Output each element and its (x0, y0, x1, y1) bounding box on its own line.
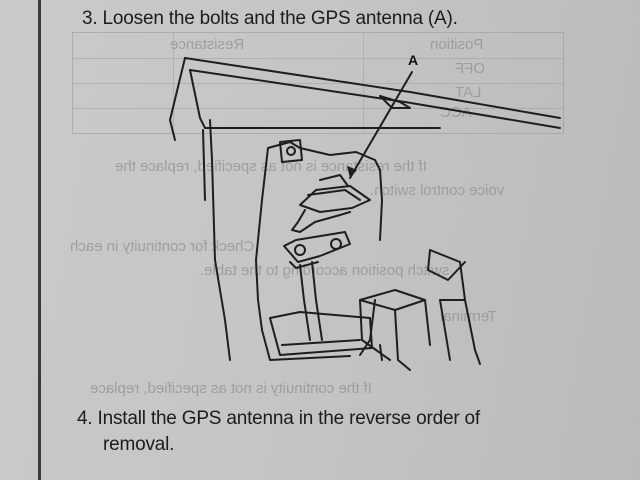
step-number: 3. (82, 8, 98, 29)
step-text-line1: Install the GPS antenna in the reverse o… (97, 408, 481, 429)
step-text-line2: removal. (103, 434, 175, 455)
callout-label-a: A (408, 52, 419, 68)
step-text: Loosen the bolts and the GPS antenna (A)… (102, 8, 458, 29)
bleed-table (72, 32, 564, 134)
step-number: 4. (77, 408, 93, 429)
step-3: 3. Loosen the bolts and the GPS antenna … (82, 8, 458, 30)
margin-rule (38, 0, 41, 480)
step-4: 4. Install the GPS antenna in the revers… (77, 406, 480, 458)
